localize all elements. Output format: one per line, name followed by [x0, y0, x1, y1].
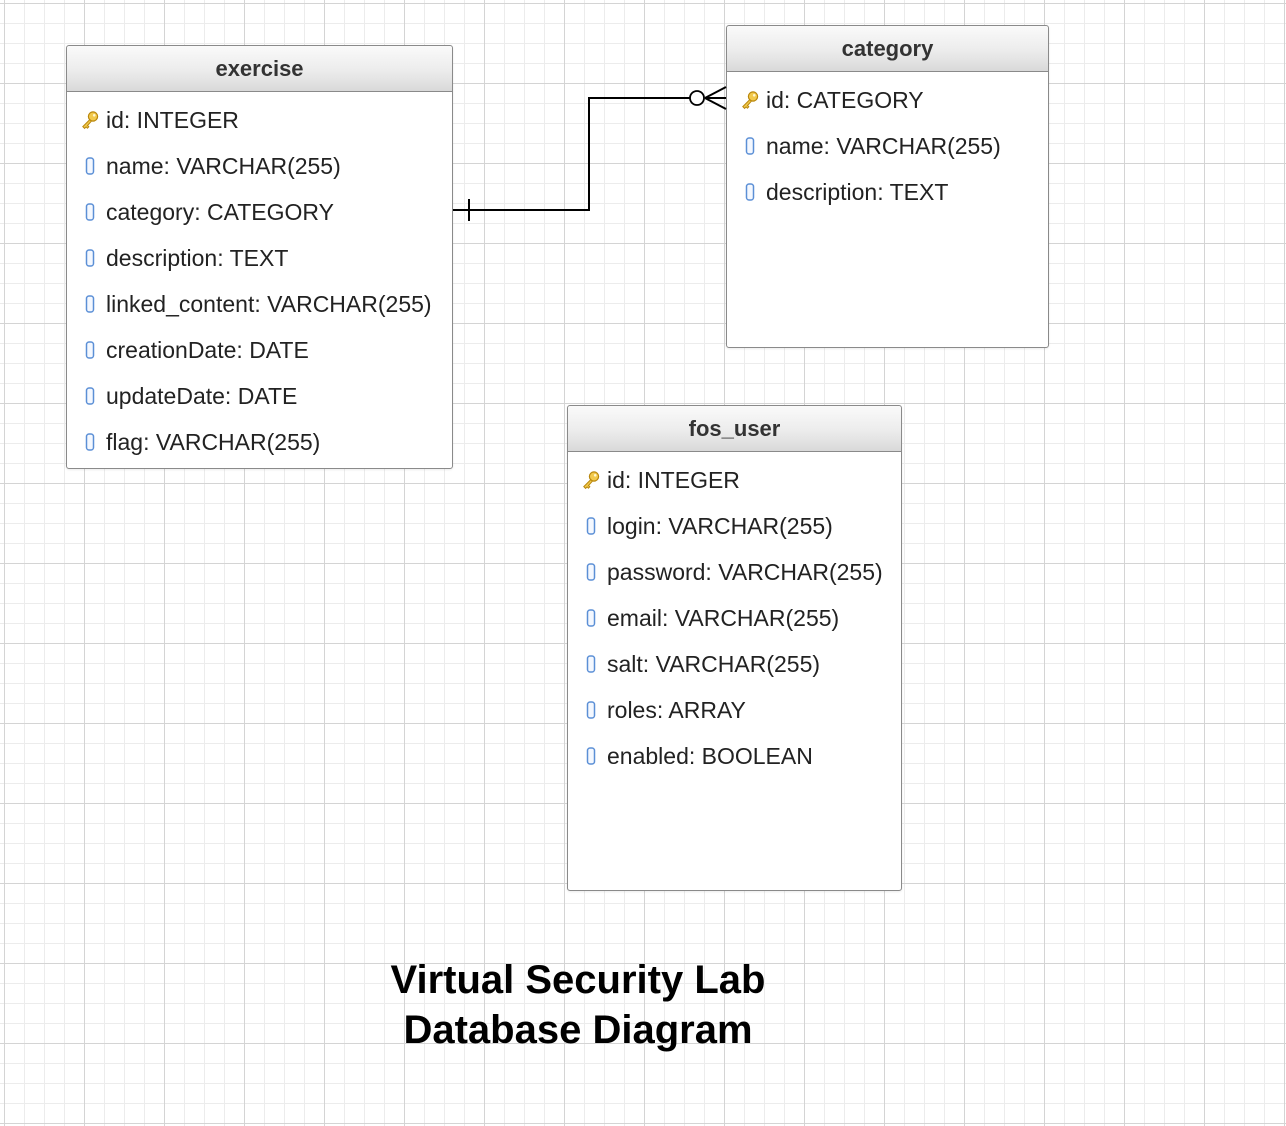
field-label: password: VARCHAR(255) [607, 558, 883, 585]
entity-field[interactable]: creationDate: DATE [67, 327, 452, 373]
entity-field[interactable]: email: VARCHAR(255) [568, 595, 901, 641]
entity-field[interactable]: password: VARCHAR(255) [568, 549, 901, 595]
field-icon [580, 653, 602, 675]
entity-exercise-header: exercise [67, 46, 452, 92]
entity-fos-user[interactable]: fos_user id: INTEGER login: VARCHAR(255) p… [567, 405, 902, 891]
field-icon [79, 293, 101, 315]
field-label: updateDate: DATE [106, 382, 298, 409]
field-icon [580, 561, 602, 583]
entity-field[interactable]: id: INTEGER [568, 457, 901, 503]
field-icon [739, 181, 761, 203]
entity-field[interactable]: name: VARCHAR(255) [67, 143, 452, 189]
field-label: description: TEXT [106, 244, 289, 271]
field-icon [79, 339, 101, 361]
entity-field[interactable]: updateDate: DATE [67, 373, 452, 419]
entity-category-fields: id: CATEGORY name: VARCHAR(255) descriptio… [727, 72, 1048, 215]
entity-field[interactable]: description: TEXT [67, 235, 452, 281]
zero-cardinality-circle [689, 90, 705, 106]
field-icon [79, 201, 101, 223]
field-label: flag: VARCHAR(255) [106, 428, 321, 455]
entity-fos-user-fields: id: INTEGER login: VARCHAR(255) password: … [568, 452, 901, 779]
key-icon [79, 109, 101, 131]
field-label: id: INTEGER [607, 466, 740, 493]
field-label: id: CATEGORY [766, 86, 924, 113]
crowfoot-upper [704, 86, 727, 99]
field-label: id: INTEGER [106, 106, 239, 133]
diagram-title: Virtual Security Lab Database Diagram [378, 955, 778, 1055]
entity-field[interactable]: login: VARCHAR(255) [568, 503, 901, 549]
key-icon [580, 469, 602, 491]
relationship-line[interactable] [453, 97, 690, 211]
entity-exercise[interactable]: exercise id: INTEGER name: VARCHAR(255) ca… [66, 45, 453, 469]
field-icon [580, 699, 602, 721]
field-label: category: CATEGORY [106, 198, 334, 225]
entity-category[interactable]: category id: CATEGORY name: VARCHAR(255) d… [726, 25, 1049, 348]
field-label: email: VARCHAR(255) [607, 604, 840, 631]
entity-field[interactable]: flag: VARCHAR(255) [67, 419, 452, 465]
entity-field[interactable]: id: INTEGER [67, 97, 452, 143]
entity-field[interactable]: name: VARCHAR(255) [727, 123, 1048, 169]
entity-field[interactable]: roles: ARRAY [568, 687, 901, 733]
field-label: name: VARCHAR(255) [106, 152, 341, 179]
entity-field[interactable]: category: CATEGORY [67, 189, 452, 235]
field-label: name: VARCHAR(255) [766, 132, 1001, 159]
field-label: roles: ARRAY [607, 696, 746, 723]
field-icon [79, 431, 101, 453]
field-label: linked_content: VARCHAR(255) [106, 290, 432, 317]
field-icon [79, 155, 101, 177]
crowfoot-lower [704, 97, 727, 110]
field-label: salt: VARCHAR(255) [607, 650, 821, 677]
field-icon [739, 135, 761, 157]
entity-field[interactable]: id: CATEGORY [727, 77, 1048, 123]
entity-category-header: category [727, 26, 1048, 72]
diagram-title-line-1: Virtual Security Lab [390, 958, 766, 1002]
field-label: enabled: BOOLEAN [607, 742, 813, 769]
entity-exercise-fields: id: INTEGER name: VARCHAR(255) category: C… [67, 92, 452, 465]
field-icon [79, 247, 101, 269]
entity-field[interactable]: enabled: BOOLEAN [568, 733, 901, 779]
field-label: login: VARCHAR(255) [607, 512, 833, 539]
field-icon [79, 385, 101, 407]
field-icon [580, 515, 602, 537]
entity-field[interactable]: linked_content: VARCHAR(255) [67, 281, 452, 327]
field-label: creationDate: DATE [106, 336, 309, 363]
field-label: description: TEXT [766, 178, 949, 205]
diagram-title-line-2: Database Diagram [403, 1008, 753, 1052]
field-icon [580, 607, 602, 629]
entity-fos-user-header: fos_user [568, 406, 901, 452]
entity-field[interactable]: salt: VARCHAR(255) [568, 641, 901, 687]
field-icon [580, 745, 602, 767]
key-icon [739, 89, 761, 111]
entity-field[interactable]: description: TEXT [727, 169, 1048, 215]
